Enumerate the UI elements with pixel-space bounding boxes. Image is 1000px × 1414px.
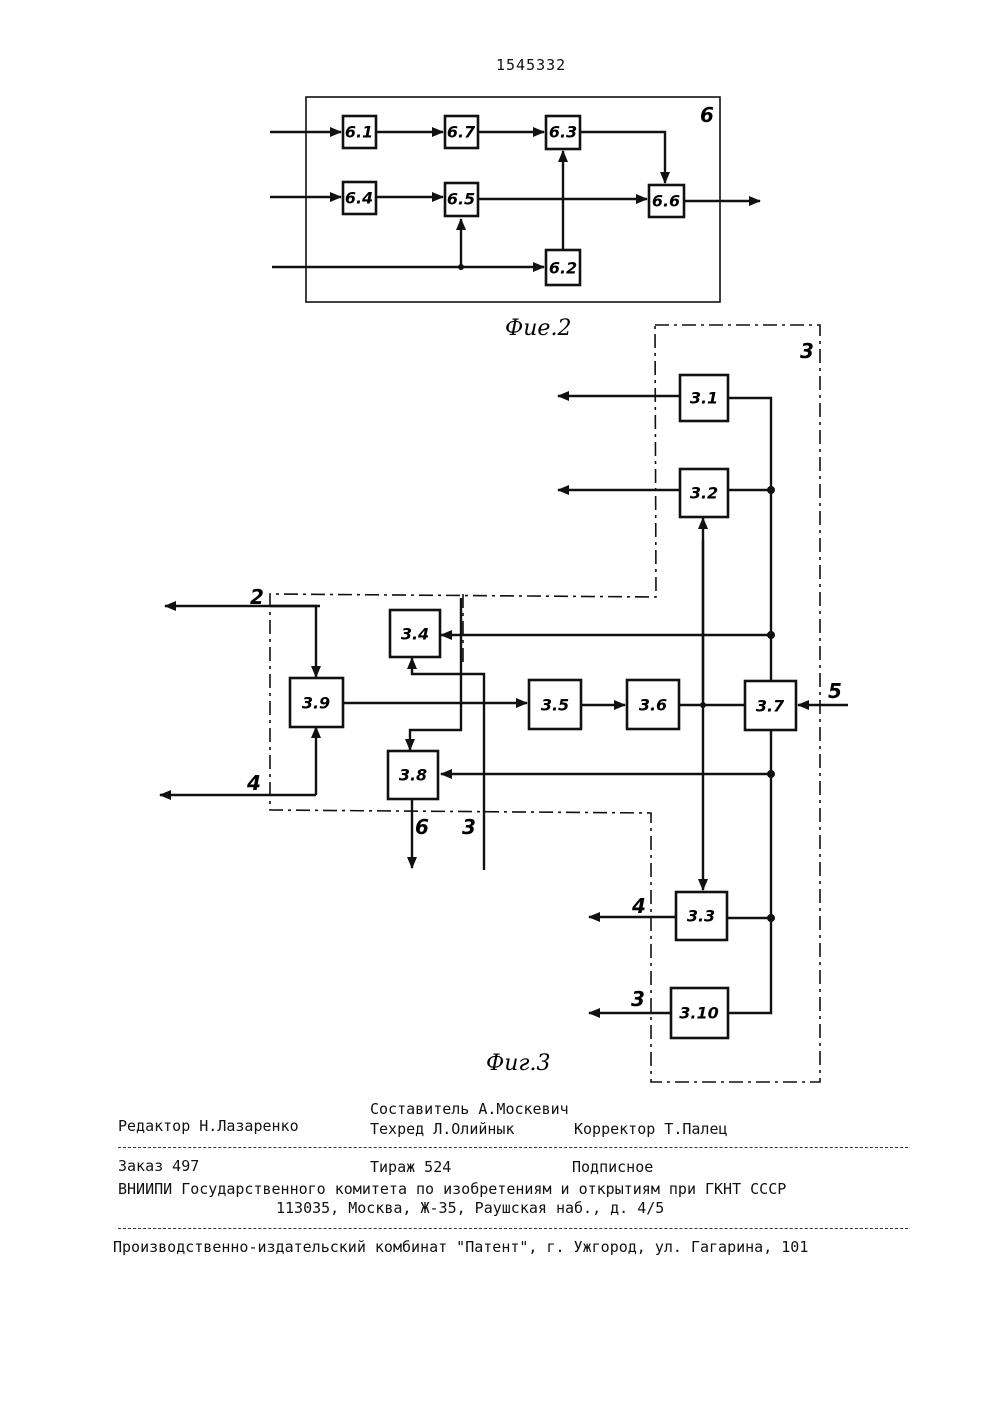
block-6-2: 6.2 xyxy=(546,250,580,285)
subscription: Подписное xyxy=(572,1158,653,1176)
fig3-frame-label: 3 xyxy=(800,339,814,363)
svg-text:6.5: 6.5 xyxy=(447,190,475,209)
svg-text:3.8: 3.8 xyxy=(399,766,427,785)
block-3-1: 3.1 xyxy=(680,375,728,421)
circulation: Тираж 524 xyxy=(370,1158,451,1176)
block-6-1: 6.1 xyxy=(343,116,376,148)
svg-text:3.5: 3.5 xyxy=(541,696,569,715)
svg-text:6.3: 6.3 xyxy=(549,123,577,142)
printer: Производственно-издательский комбинат "П… xyxy=(113,1238,808,1256)
fig2-caption: Фие.2 xyxy=(505,316,571,341)
port-label-4-left: 4 xyxy=(246,771,261,795)
svg-text:3.7: 3.7 xyxy=(756,697,785,716)
svg-text:6.2: 6.2 xyxy=(549,259,577,278)
svg-text:3.10: 3.10 xyxy=(679,1004,718,1023)
block-3-10: 3.10 xyxy=(671,988,728,1038)
block-6-5: 6.5 xyxy=(445,183,478,216)
fig2-frame-label: 6 xyxy=(700,103,714,127)
svg-text:3.6: 3.6 xyxy=(639,696,667,715)
block-3-3: 3.3 xyxy=(676,892,727,940)
port-label-3-mid: 3 xyxy=(462,815,476,839)
editor: Редактор Н.Лазаренко xyxy=(118,1117,299,1135)
block-6-7: 6.7 xyxy=(445,116,478,148)
organization: ВНИИПИ Государственного комитета по изоб… xyxy=(118,1180,786,1198)
svg-text:6.1: 6.1 xyxy=(345,123,373,142)
block-6-3: 6.3 xyxy=(546,116,580,149)
corrector: Корректор Т.Палец xyxy=(574,1120,728,1138)
separator-2 xyxy=(118,1228,908,1229)
svg-text:6.4: 6.4 xyxy=(345,189,373,208)
order: Заказ 497 xyxy=(118,1157,199,1175)
block-3-8: 3.8 xyxy=(388,751,438,799)
block-6-4: 6.4 xyxy=(343,182,376,214)
address: 113035, Москва, Ж-35, Раушская наб., д. … xyxy=(276,1199,664,1217)
fig3: 3 xyxy=(160,325,848,1082)
fig3-caption: Фиг.3 xyxy=(486,1051,551,1076)
techred: Техред Л.Олийнык xyxy=(370,1120,515,1138)
port-label-3-right: 3 xyxy=(631,987,645,1011)
port-label-2: 2 xyxy=(250,585,264,609)
port-label-4-right: 4 xyxy=(631,894,646,918)
svg-text:3.3: 3.3 xyxy=(687,907,715,926)
compiler: Составитель А.Москевич xyxy=(370,1100,569,1118)
block-3-9: 3.9 xyxy=(290,678,343,727)
port-label-5: 5 xyxy=(828,679,842,703)
svg-text:3.4: 3.4 xyxy=(401,625,429,644)
block-3-5: 3.5 xyxy=(529,680,581,729)
separator-1 xyxy=(118,1147,908,1148)
block-3-4: 3.4 xyxy=(390,610,440,657)
block-3-6: 3.6 xyxy=(627,680,679,729)
port-label-6: 6 xyxy=(415,815,429,839)
block-3-2: 3.2 xyxy=(680,469,728,517)
svg-text:3.2: 3.2 xyxy=(690,484,718,503)
svg-text:3.1: 3.1 xyxy=(690,389,718,408)
fig2: 6 6.1 6.7 6.3 6.4 6.5 6.6 6.2 Фие.2 xyxy=(270,97,760,341)
svg-text:6.6: 6.6 xyxy=(652,192,680,211)
block-3-7: 3.7 xyxy=(745,681,796,730)
svg-text:6.7: 6.7 xyxy=(447,123,476,142)
block-6-6: 6.6 xyxy=(649,185,684,217)
svg-text:3.9: 3.9 xyxy=(302,694,330,713)
